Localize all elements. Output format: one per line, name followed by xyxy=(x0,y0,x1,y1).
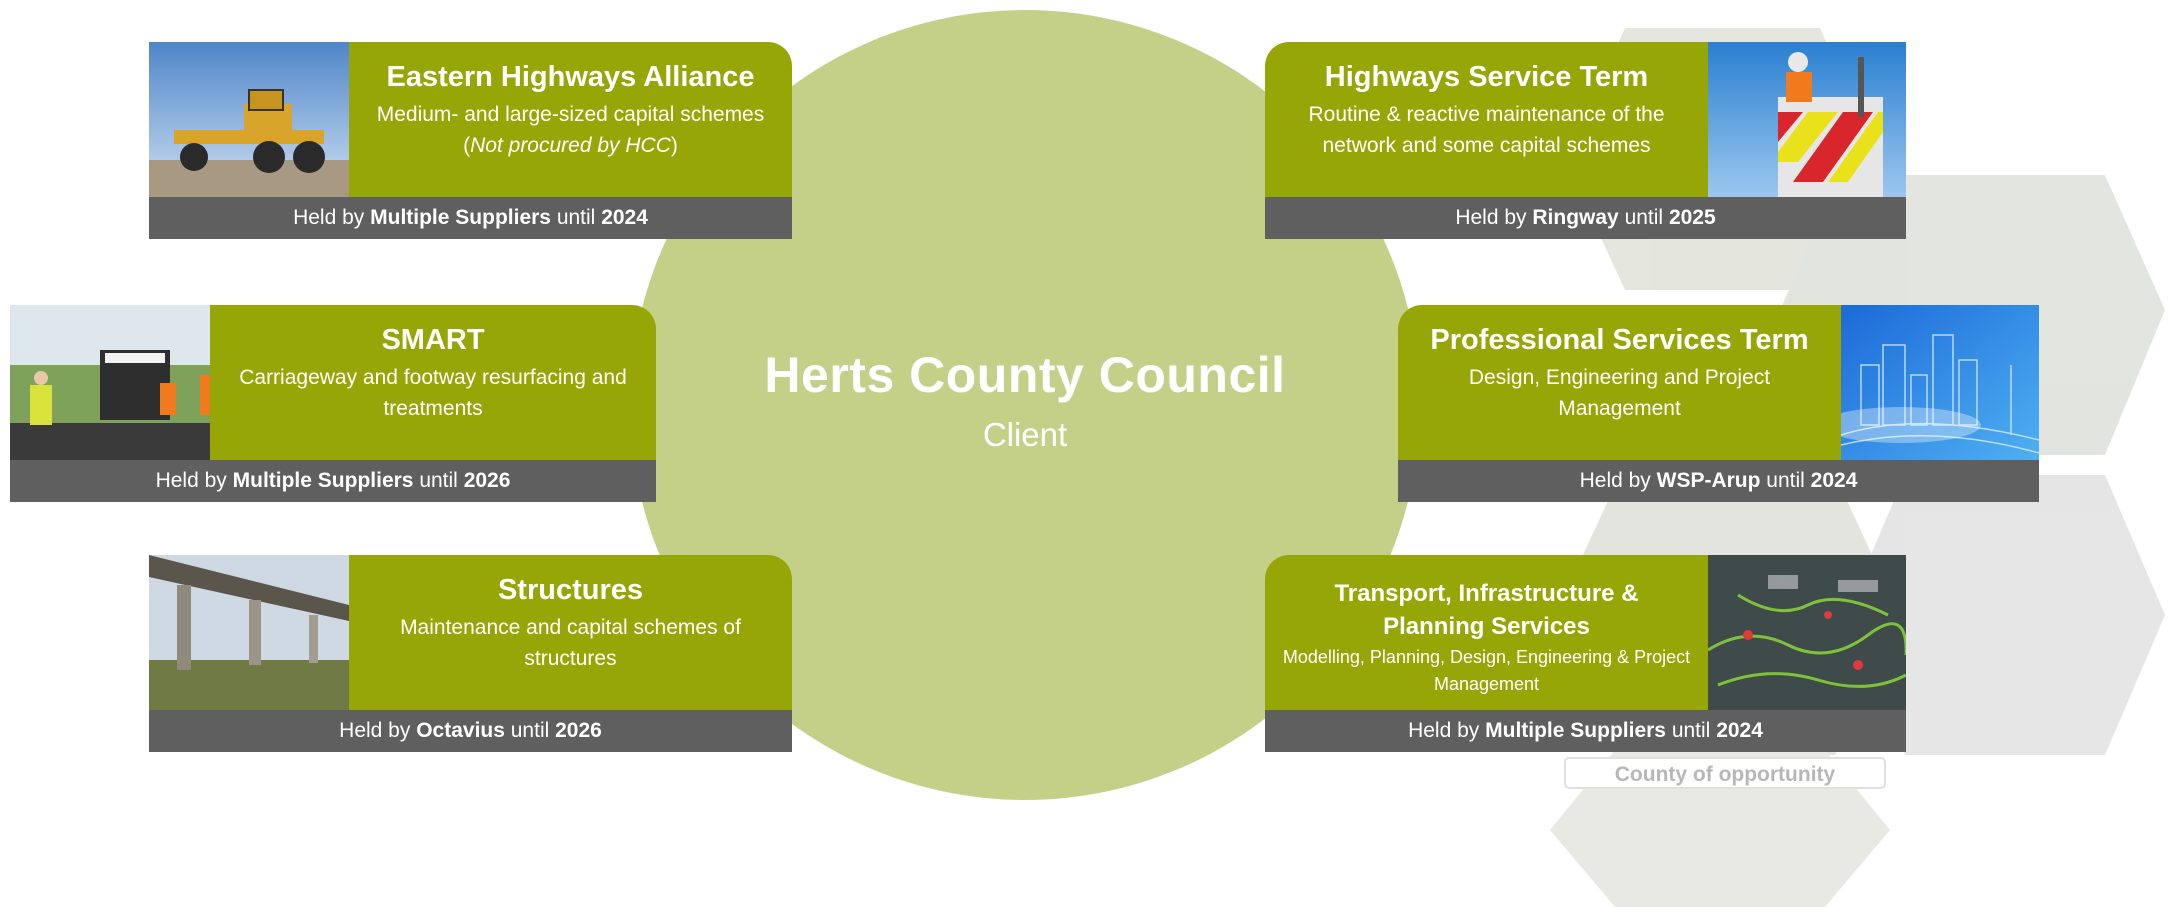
contract-description: Design, Engineering and Project Manageme… xyxy=(1468,366,1771,420)
supplier-name: WSP-Arup xyxy=(1656,469,1761,492)
contract-card-smart[interactable]: SMART Carriageway and footway resurfacin… xyxy=(10,305,656,502)
contract-description: Routine & reactive maintenance of the ne… xyxy=(1308,103,1665,157)
contract-description: Maintenance and capital schemes of struc… xyxy=(400,616,741,670)
paver-photo xyxy=(10,305,210,460)
contract-end-year: 2026 xyxy=(555,719,602,742)
supplier-name: Multiple Suppliers xyxy=(232,469,414,492)
contract-holder: Held by Ringway until 2025 xyxy=(1265,197,1906,239)
contract-card-body: Professional Services Term Design, Engin… xyxy=(1398,305,1841,460)
contract-title: Transport, Infrastructure & Planning Ser… xyxy=(1334,580,1639,640)
sign-text: County of opportunity xyxy=(1615,763,1836,786)
contract-holder: Held by WSP-Arup until 2024 xyxy=(1398,460,2039,502)
contract-card-body: Eastern Highways Alliance Medium- and la… xyxy=(349,42,792,197)
contract-card-professional-services-term[interactable]: Professional Services Term Design, Engin… xyxy=(1398,305,2039,502)
roadworks-photo xyxy=(1708,42,1906,197)
contract-title: Highways Service Term xyxy=(1324,61,1649,93)
contract-card-body: Highways Service Term Routine & reactive… xyxy=(1265,42,1708,197)
contract-holder: Held by Octavius until 2026 xyxy=(149,710,792,752)
contract-title: Structures xyxy=(497,574,644,606)
contract-end-year: 2024 xyxy=(601,206,648,229)
contract-title: Professional Services Term xyxy=(1430,324,1809,356)
contract-description: Modelling, Planning, Design, Engineering… xyxy=(1282,647,1691,694)
contract-card-highways-service-term[interactable]: Highways Service Term Routine & reactive… xyxy=(1265,42,1906,239)
supplier-name: Octavius xyxy=(416,719,505,742)
contract-description: Carriageway and footway resurfacing and … xyxy=(239,366,627,420)
client-name: Herts County Council xyxy=(764,347,1286,403)
bridge-photo xyxy=(149,555,349,710)
network-map-photo xyxy=(1708,555,1906,710)
supplier-name: Ringway xyxy=(1532,206,1619,229)
contract-card-body: Structures Maintenance and capital schem… xyxy=(349,555,792,710)
contract-holder: Held by Multiple Suppliers until 2026 xyxy=(10,460,656,502)
contract-description: Medium- and large-sized capital schemes … xyxy=(376,103,765,157)
contract-end-year: 2026 xyxy=(463,469,511,492)
contract-holder: Held by Multiple Suppliers until 2024 xyxy=(149,197,792,239)
contract-title: Eastern Highways Alliance xyxy=(386,61,755,93)
contract-end-year: 2025 xyxy=(1668,206,1716,229)
contract-card-transport-infrastructure-planning[interactable]: Transport, Infrastructure & Planning Ser… xyxy=(1265,555,1906,752)
contract-card-structures[interactable]: Structures Maintenance and capital schem… xyxy=(149,555,792,752)
contract-card-body: Transport, Infrastructure & Planning Ser… xyxy=(1265,555,1708,710)
contract-card-body: SMART Carriageway and footway resurfacin… xyxy=(210,305,656,460)
client-role: Client xyxy=(982,416,1068,453)
contract-holder: Held by Multiple Suppliers until 2024 xyxy=(1265,710,1906,752)
supplier-name: Multiple Suppliers xyxy=(1485,719,1666,742)
contract-card-eastern-highways-alliance[interactable]: Eastern Highways Alliance Medium- and la… xyxy=(149,42,792,239)
contract-end-year: 2024 xyxy=(1810,469,1858,492)
city-graphic-photo xyxy=(1841,305,2039,460)
contract-end-year: 2024 xyxy=(1716,719,1763,742)
contract-title: SMART xyxy=(381,324,485,356)
supplier-name: Multiple Suppliers xyxy=(370,206,551,229)
grader-photo xyxy=(149,42,349,197)
